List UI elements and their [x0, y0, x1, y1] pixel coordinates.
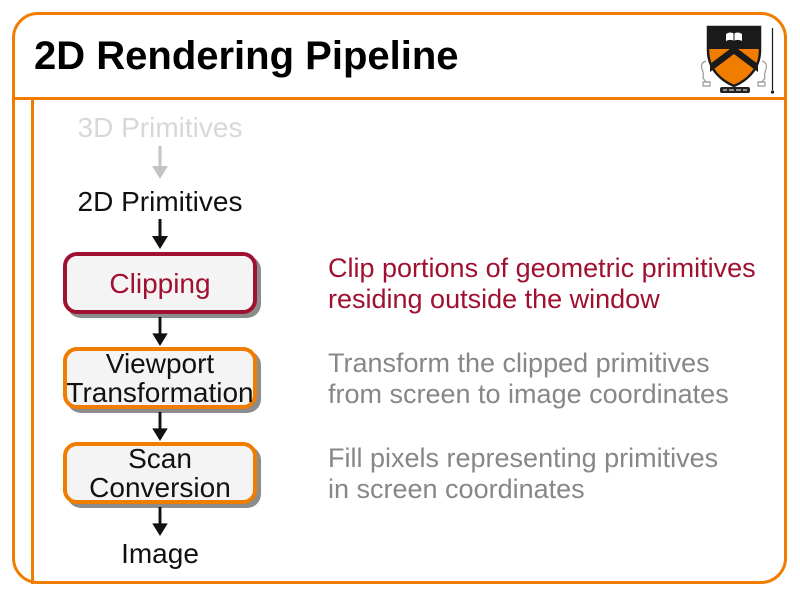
scan-annotation-line2: in screen coordinates: [328, 474, 585, 504]
clipping-annotation-line1: Clip portions of geometric primitives: [328, 253, 756, 283]
down-arrow-icon: [152, 412, 168, 441]
scan-stage-label-line2: Conversion: [89, 472, 231, 503]
viewport-annotation: Transform the clipped primitives from sc…: [328, 348, 786, 410]
slide-border-frame: [12, 12, 787, 584]
scan-stage-label-line1: Scan: [128, 443, 192, 474]
clipping-stage-box: Clipping: [63, 252, 257, 314]
scan-conversion-stage-box: Scan Conversion: [63, 442, 257, 504]
shield-motto-banner: [720, 87, 750, 93]
shield-body: [706, 25, 762, 88]
shield-side-decorations: [700, 60, 768, 87]
clipping-annotation-line2: residing outside the window: [328, 284, 660, 314]
left-accent-line: [31, 97, 34, 584]
stage-2d-primitives-label: 2D Primitives: [77, 186, 243, 217]
down-arrow-icon: [152, 507, 168, 536]
down-arrow-icon-muted: [152, 146, 168, 179]
princeton-shield-icon: [700, 25, 775, 94]
down-arrow-icon: [152, 219, 168, 249]
scan-annotation-line1: Fill pixels representing primitives: [328, 443, 719, 473]
viewport-annotation-line1: Transform the clipped primitives: [328, 348, 710, 378]
stage-3d-primitives-label: 3D Primitives: [77, 112, 243, 143]
clipping-annotation: Clip portions of geometric primitives re…: [328, 253, 786, 315]
viewport-stage-label-line2: Transformation: [66, 377, 254, 408]
viewport-stage-label-line1: Viewport: [105, 348, 215, 379]
viewport-annotation-line2: from screen to image coordinates: [328, 379, 729, 409]
stage-image-label: Image: [121, 538, 199, 569]
slide-title: 2D Rendering Pipeline: [34, 34, 459, 78]
viewport-transformation-stage-box: Viewport Transformation: [63, 347, 257, 409]
shield-staff-line: [770, 28, 775, 94]
down-arrow-icon: [152, 317, 168, 346]
title-separator-line: [12, 97, 787, 100]
scan-annotation: Fill pixels representing primitives in s…: [328, 443, 786, 505]
clipping-stage-label: Clipping: [109, 267, 211, 299]
